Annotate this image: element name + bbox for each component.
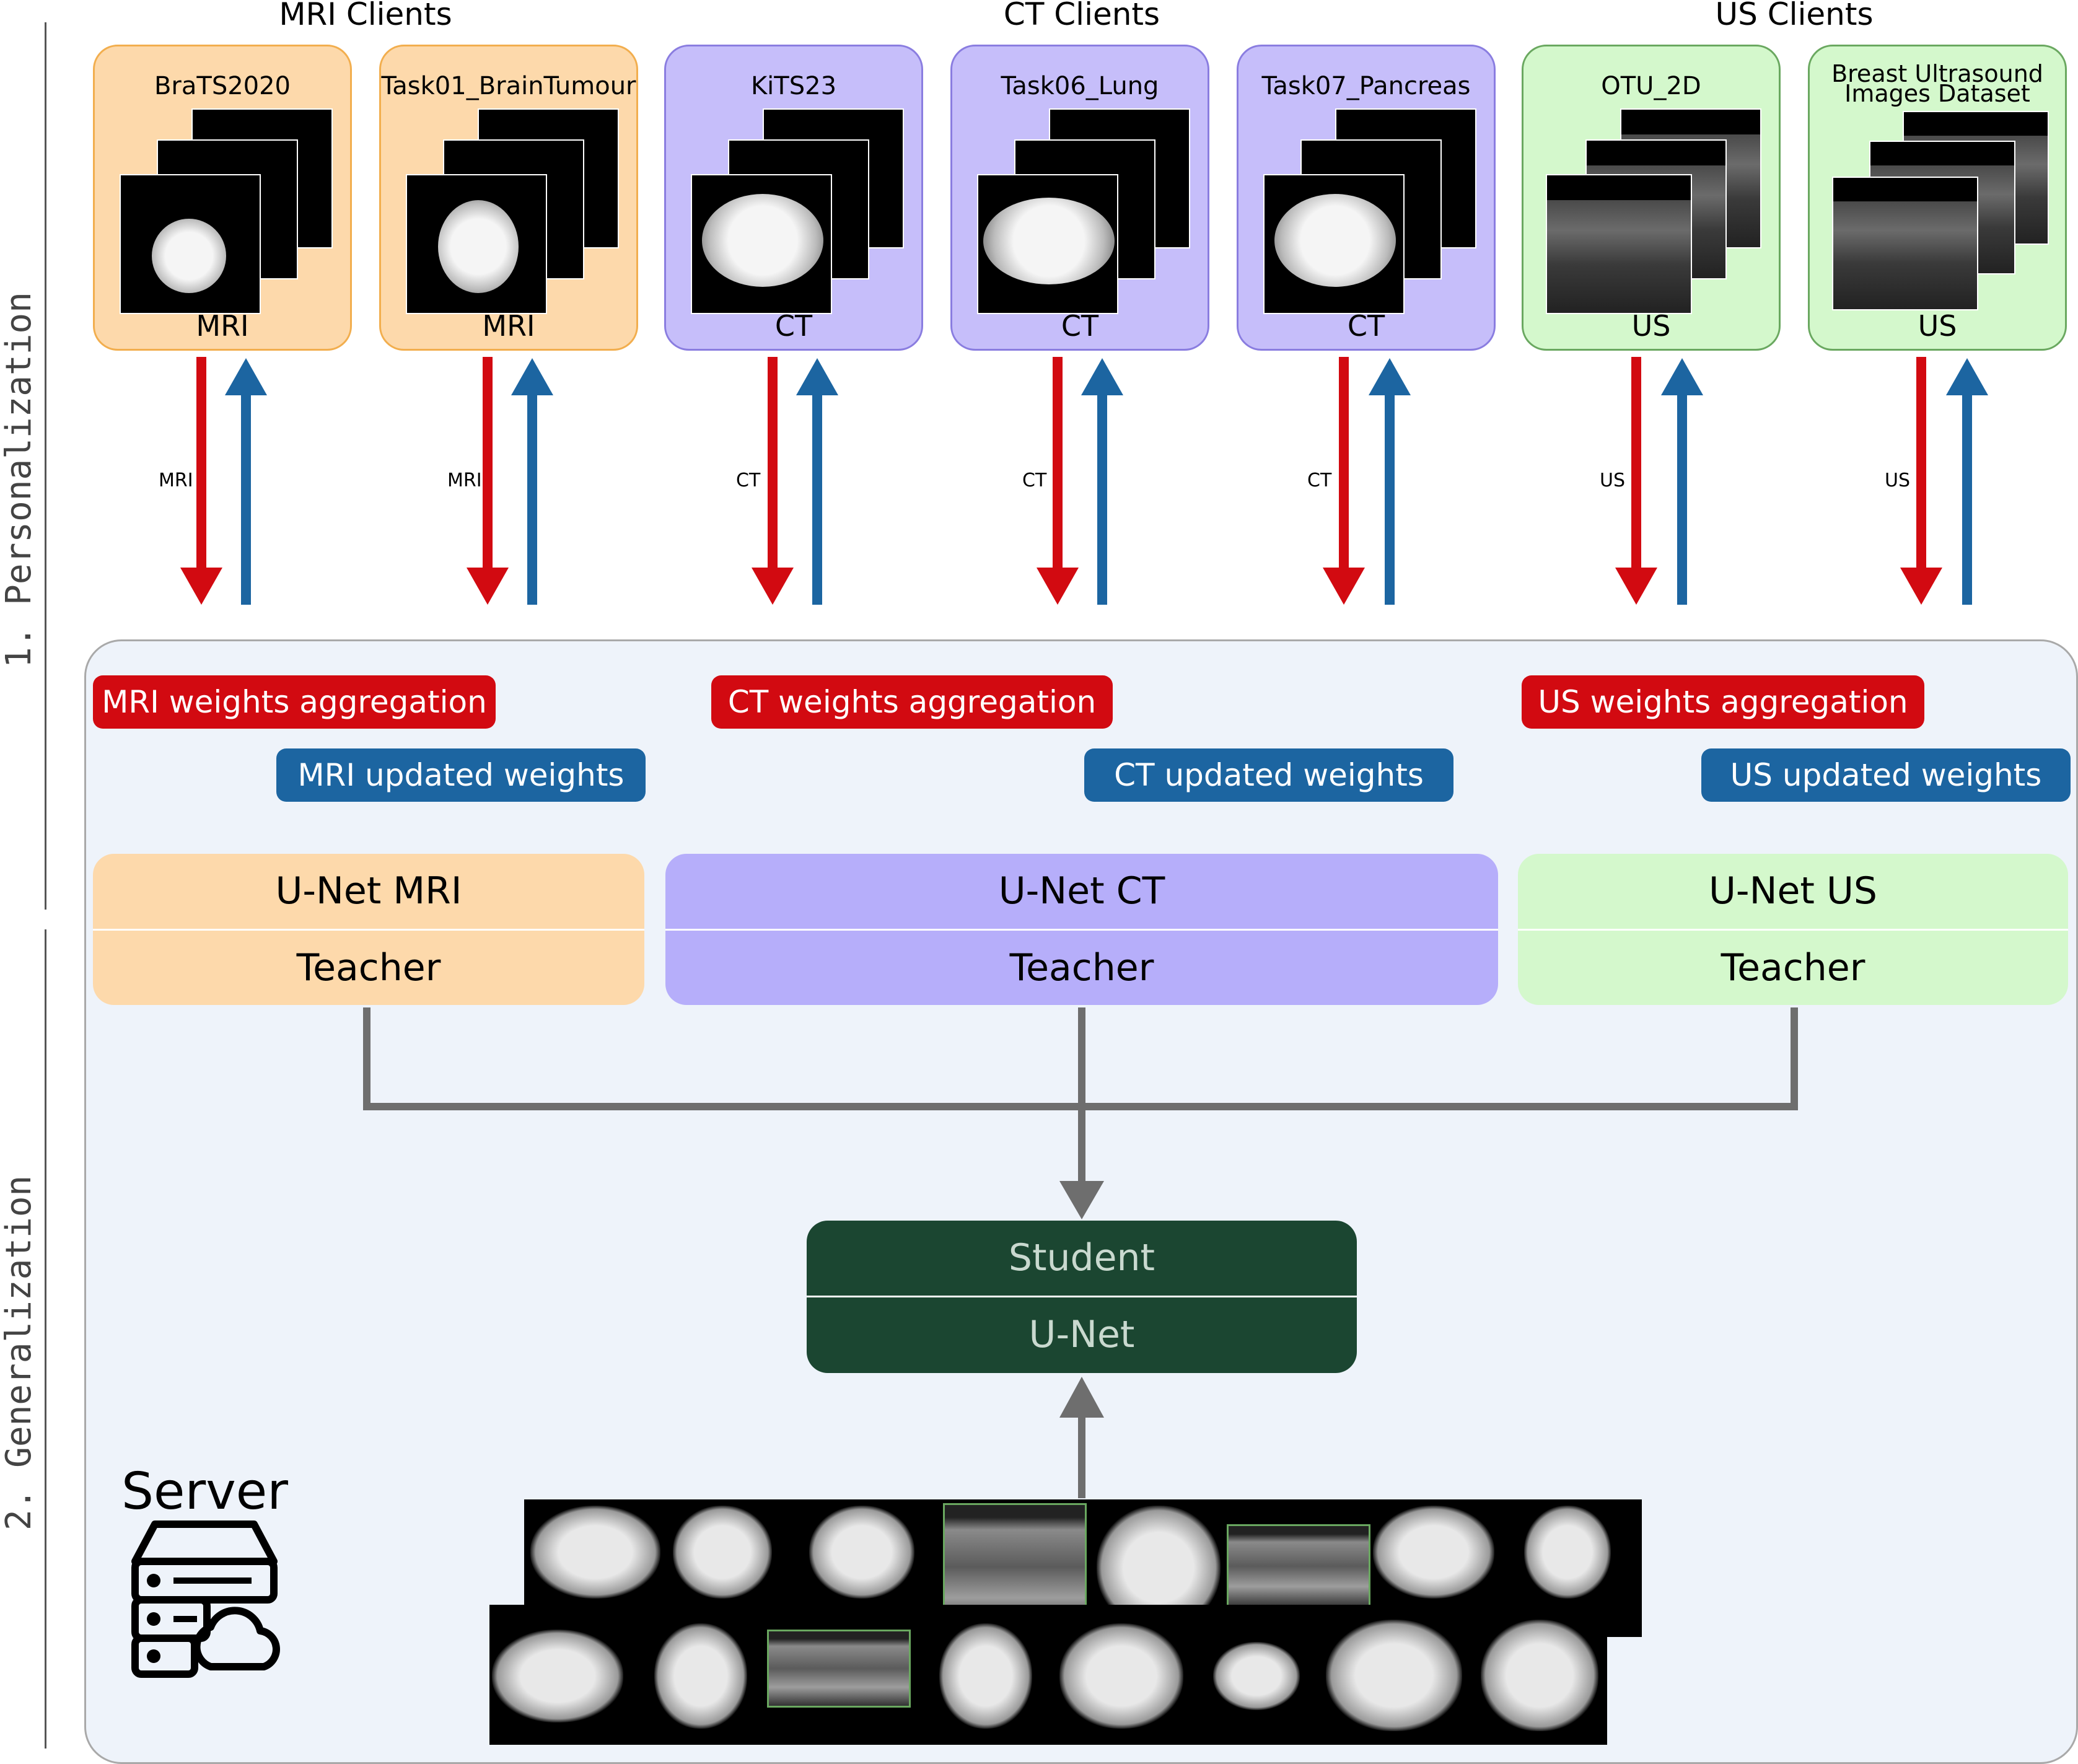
client-modality: CT <box>1347 309 1385 343</box>
student-subtitle: U-Net <box>1028 1313 1135 1356</box>
client-card-brats2020: BraTS2020 MRI <box>93 45 352 351</box>
client-modality: US <box>1631 309 1671 343</box>
teacher-us: U-Net US Teacher <box>1518 854 2068 1005</box>
scan-tile <box>809 1506 914 1599</box>
scan-tile <box>673 1506 772 1599</box>
teacher-title: U-Net CT <box>665 854 1498 931</box>
client-name: BraTS2020 <box>154 72 291 100</box>
server-cloud-icon <box>131 1520 280 1678</box>
mri-aggregation-badge: MRI weights aggregation <box>93 675 496 729</box>
client-modality: US <box>1918 309 1957 343</box>
teacher-ct: U-Net CT Teacher <box>665 854 1498 1005</box>
scan-image <box>406 174 547 314</box>
group-title-mri: MRI Clients <box>279 0 452 32</box>
us-updated-badge: US updated weights <box>1701 748 2071 802</box>
scan-image <box>1263 174 1405 314</box>
client-name: KiTS23 <box>750 72 837 100</box>
teacher-role: Teacher <box>1721 946 1865 990</box>
client-card-otu-2d: OTU_2D US <box>1522 45 1781 351</box>
scan-tile <box>1213 1642 1300 1710</box>
client-name: Breast Ultrasound Images Dataset <box>1831 60 2043 108</box>
scan-image <box>977 174 1118 314</box>
scan-tile <box>767 1630 911 1708</box>
arrow-label: MRI <box>447 470 482 491</box>
client-name: OTU_2D <box>1601 72 1701 100</box>
teacher-role: Teacher <box>1009 946 1154 990</box>
ct-updated-badge: CT updated weights <box>1084 748 1453 802</box>
arrow-label: CT <box>1022 470 1047 491</box>
image-strip-bottom <box>489 1605 1607 1745</box>
client-card-breast-ultrasound: Breast Ultrasound Images Dataset US <box>1808 45 2067 351</box>
teacher-title: U-Net US <box>1518 854 2068 931</box>
scan-image <box>120 174 261 314</box>
scan-tile <box>1373 1506 1494 1599</box>
teacher-title: U-Net MRI <box>93 854 644 931</box>
student-title: Student <box>807 1221 1357 1297</box>
client-modality: MRI <box>482 309 535 343</box>
client-card-kits23: KiTS23 CT <box>664 45 923 351</box>
scan-tile <box>492 1630 623 1722</box>
client-name: Task01_BrainTumour <box>381 72 636 100</box>
scan-tile <box>530 1506 660 1599</box>
teacher-mri: U-Net MRI Teacher <box>93 854 644 1005</box>
scan-tile <box>1326 1620 1462 1731</box>
scan-tile <box>654 1623 747 1729</box>
scan-tile <box>1059 1623 1183 1729</box>
group-title-ct: CT Clients <box>1003 0 1160 32</box>
scan-image <box>691 174 832 314</box>
arrow-label: MRI <box>159 470 193 491</box>
scan-tile <box>1227 1524 1370 1608</box>
ct-aggregation-badge: CT weights aggregation <box>711 675 1113 729</box>
client-card-task07-pancreas: Task07_Pancreas CT <box>1237 45 1496 351</box>
server-label: Server <box>121 1462 288 1521</box>
client-arrows <box>180 357 1988 605</box>
client-modality: MRI <box>196 309 249 343</box>
us-aggregation-badge: US weights aggregation <box>1522 675 1924 729</box>
scan-tile <box>1481 1620 1598 1731</box>
phase-divider-top <box>45 22 46 910</box>
data-to-student-arrow-head <box>1059 1377 1104 1418</box>
scan-tile <box>939 1623 1032 1729</box>
client-name: Task07_Pancreas <box>1261 72 1471 100</box>
phase-divider-bottom <box>45 929 46 1749</box>
student-model: Student U-Net <box>807 1221 1357 1373</box>
mri-updated-badge: MRI updated weights <box>276 748 646 802</box>
client-card-task06-lung: Task06_Lung CT <box>950 45 1209 351</box>
arrow-label: CT <box>736 470 761 491</box>
scan-tile <box>1524 1506 1611 1599</box>
client-modality: CT <box>1061 309 1099 343</box>
scan-image <box>1546 174 1692 314</box>
arrow-label: US <box>1600 470 1626 491</box>
client-modality: CT <box>774 309 813 343</box>
client-name: Task06_Lung <box>1001 72 1159 100</box>
arrow-label: CT <box>1307 470 1332 491</box>
scan-image <box>1832 177 1978 310</box>
group-title-us: US Clients <box>1715 0 1874 32</box>
teacher-connectors <box>363 1007 1798 1185</box>
student-input-arrow-head <box>1059 1181 1104 1219</box>
teacher-role: Teacher <box>296 946 441 990</box>
client-card-task01-braintumour: Task01_BrainTumour MRI <box>379 45 638 351</box>
arrow-label: US <box>1885 470 1911 491</box>
